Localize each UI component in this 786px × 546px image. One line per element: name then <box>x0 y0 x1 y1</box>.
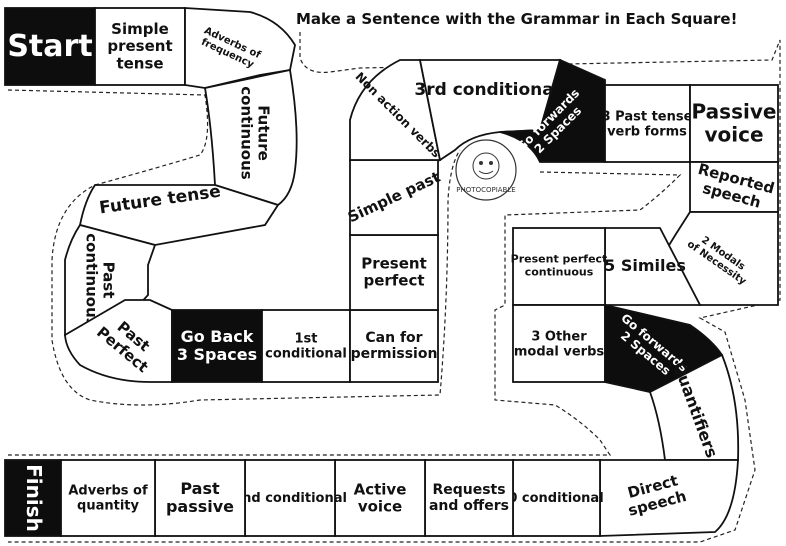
finish-square <box>4 459 62 537</box>
square-go-forwards-1 <box>499 58 606 163</box>
square-label-line: and offers <box>429 498 509 514</box>
square-non-action-verbs <box>349 59 442 161</box>
square-label: 5 Similes <box>604 256 686 275</box>
start-label: Start <box>7 29 92 64</box>
square-label-line: 3rd conditional <box>414 80 559 100</box>
square-label-line: voice <box>704 122 763 146</box>
square-label-line: Present <box>361 254 427 272</box>
square-label-line: 3 Other <box>531 329 587 344</box>
square-direct-speech <box>599 459 739 537</box>
square-label-line: Start <box>7 29 92 64</box>
square-label-line: continuous <box>525 265 594 278</box>
square-label-line: 3 Past tense <box>602 109 693 124</box>
square-label-line: Past <box>180 478 220 497</box>
square-label-line: continuous <box>238 86 256 180</box>
square-label: 2nd conditional <box>233 491 347 506</box>
square-label-line: verb forms <box>607 124 687 139</box>
square-future-continuous <box>203 68 298 206</box>
square-label-line: 1st <box>295 331 318 346</box>
square-label-line: 0 conditional <box>508 491 603 506</box>
square-label-line: Adverbs of <box>68 483 148 498</box>
square-label-line: 5 Similes <box>604 256 686 275</box>
square-active-voice <box>334 459 426 537</box>
finish-label: Finish <box>23 464 47 532</box>
square-label-line: voice <box>358 497 402 515</box>
square-label-line: Simple <box>111 19 169 37</box>
square-label: Pastcontinuous <box>83 233 118 327</box>
square-label-line: permission <box>351 346 438 362</box>
square-label-line: Passive <box>692 99 777 123</box>
square-label-line: Can for <box>365 330 422 346</box>
square-present-perfect-continuous <box>512 227 606 306</box>
square-requests-offers <box>424 459 514 537</box>
board-title: Make a Sentence with the Grammar in Each… <box>296 10 737 28</box>
square-past-tense-verbs <box>604 84 691 163</box>
square-label-line: Requests <box>432 482 505 498</box>
square-go-back <box>171 309 263 383</box>
square-2nd-conditional <box>244 459 336 537</box>
square-label-line: Active <box>354 480 407 498</box>
square-label: Futurecontinuous <box>238 86 273 180</box>
square-label-line: Finish <box>23 464 47 532</box>
square-passive-voice <box>689 84 779 163</box>
square-label-line: tense <box>116 54 163 72</box>
square-label-line: continuous <box>83 233 101 327</box>
square-label-line: Go Back <box>181 326 254 345</box>
square-label-line: perfect <box>363 271 424 289</box>
square-label-line: conditional <box>265 346 347 361</box>
square-label-line: 2nd conditional <box>233 491 347 506</box>
square-adverbs-quantity <box>60 459 156 537</box>
square-label-line: Present perfect <box>511 253 608 266</box>
track-border-inner <box>7 89 682 456</box>
square-label-line: passive <box>166 497 234 516</box>
square-simple-present <box>94 7 186 86</box>
square-label-line: present <box>107 37 172 55</box>
square-label-line: Future <box>255 105 273 161</box>
square-0-conditional <box>512 459 601 537</box>
square-label: 0 conditional <box>508 491 603 506</box>
logo-text: PHOTOCOPIABLE <box>456 186 515 194</box>
square-1st-conditional <box>261 309 351 383</box>
square-label: 3rd conditional <box>414 80 559 100</box>
square-past-perfect <box>64 299 173 383</box>
square-label-line: Past <box>100 262 118 299</box>
photocopiable-logo: PHOTOCOPIABLE <box>455 139 517 201</box>
square-label-line: modal verbs <box>514 344 605 359</box>
square-reported-speech <box>689 161 779 213</box>
square-label-line: 3 Spaces <box>177 345 257 364</box>
square-future-tense <box>78 184 280 246</box>
square-label-line: quantity <box>77 498 139 513</box>
